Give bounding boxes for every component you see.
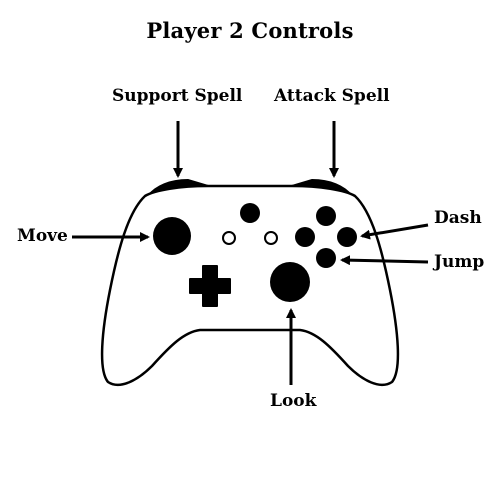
label-attack-spell: Attack Spell (274, 86, 390, 106)
face-button-left (295, 227, 315, 247)
arrow-dash (360, 223, 429, 240)
right-stick (270, 262, 310, 302)
label-jump: Jump (434, 252, 485, 272)
face-button-top (316, 206, 336, 226)
face-button-bottom (316, 248, 336, 268)
menu-button (264, 231, 278, 245)
left-stick (153, 217, 191, 255)
dpad (189, 265, 231, 307)
label-look: Look (270, 391, 317, 411)
label-dash: Dash (434, 208, 482, 228)
page-title: Player 2 Controls (146, 18, 354, 43)
label-support-spell: Support Spell (112, 86, 243, 106)
view-button (222, 231, 236, 245)
face-button-right (337, 227, 357, 247)
arrow-jump (340, 255, 429, 266)
label-move: Move (17, 226, 68, 246)
guide-button (240, 203, 260, 223)
